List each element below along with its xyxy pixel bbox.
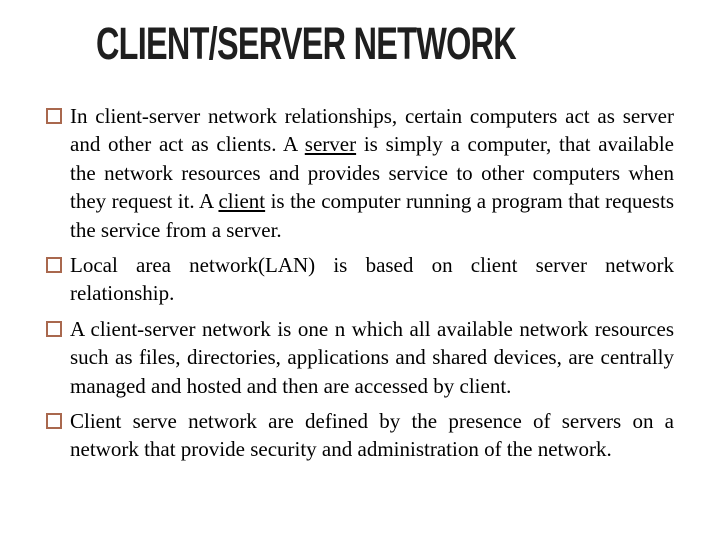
bullet-text-segment: Client serve network are defined by the …	[70, 409, 674, 462]
slide-title-row: CLIENT/SERVER NETWORK	[96, 20, 720, 72]
bullet-text-segment: In client-server network relationships, …	[70, 104, 674, 157]
bullet-item-1: In client-server network relationships, …	[46, 102, 674, 244]
square-bullet-icon	[46, 320, 62, 337]
bullet-text-segment: A client-server network is one n which a…	[70, 316, 674, 398]
bullet-item-3: A client-server network is one n which a…	[46, 315, 674, 400]
square-bullet-icon	[46, 108, 62, 124]
bullet-text-segment-underlined: server	[304, 132, 357, 157]
bullet-item-2: Local area network(LAN) is based on clie…	[46, 251, 674, 308]
square-bullet-icon	[46, 413, 62, 430]
slide-title: CLIENT/SERVER NETWORK	[96, 18, 517, 69]
bullet-text-segment: is the computer running a program that r…	[70, 189, 674, 242]
slide-body: In client-server network relationships, …	[46, 102, 674, 464]
bullet-text-segment: is simply a computer, that available the…	[70, 132, 675, 214]
bullet-text-segment-underlined: client	[218, 189, 266, 214]
bullet-text-segment: Local area network(LAN) is based on clie…	[70, 253, 674, 306]
bullet-item-4: Client serve network are defined by the …	[46, 407, 674, 464]
square-bullet-icon	[46, 257, 62, 274]
